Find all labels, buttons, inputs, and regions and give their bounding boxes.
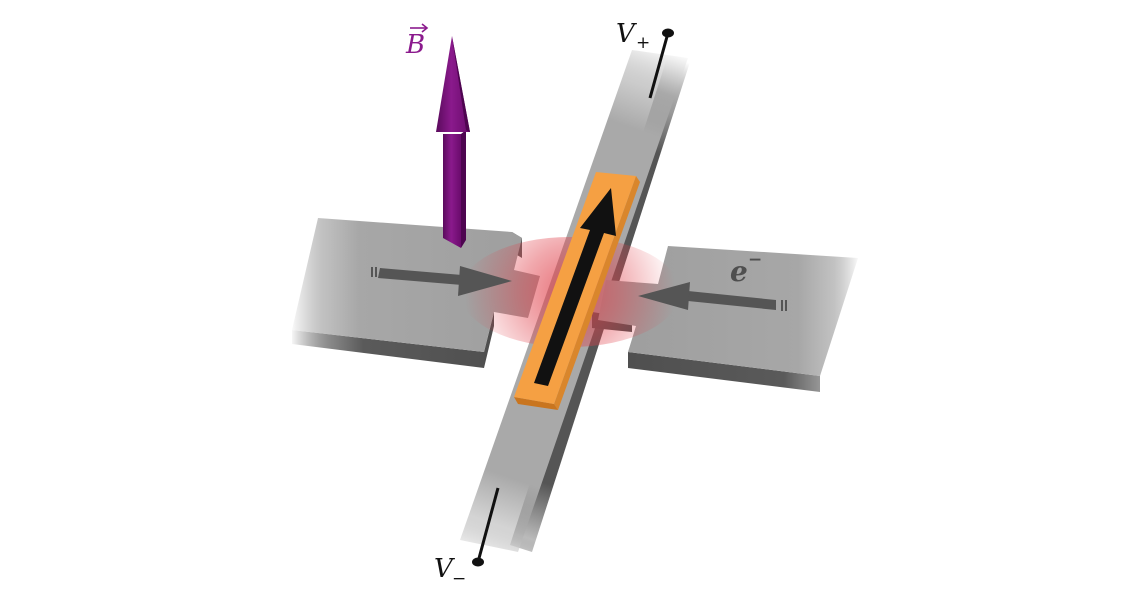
label-v-minus: V − — [434, 554, 466, 589]
current-arrow-right-shaft — [688, 291, 776, 310]
current-arrow-left — [371, 266, 512, 296]
label-electron: e − — [730, 250, 762, 288]
probe-top — [648, 28, 674, 99]
current-arrow-left-head — [458, 266, 512, 296]
probe-top-wire — [648, 32, 670, 99]
label-v-plus-main: V — [616, 19, 637, 49]
label-v-plus: V + — [616, 19, 650, 53]
b-field-arrow-shaft — [443, 134, 461, 248]
label-v-minus-main: V — [434, 554, 455, 584]
b-field-arrow-shaft-shade — [461, 130, 466, 248]
current-arrow-left-shaft — [378, 268, 462, 285]
b-field-arrow-head — [436, 36, 470, 132]
magnet-bar-side — [554, 176, 640, 410]
probe-bottom — [472, 487, 500, 567]
label-electron-main: e — [730, 255, 748, 288]
label-v-minus-sub: − — [452, 569, 466, 589]
b-field-arrow — [436, 36, 470, 248]
current-arrow-right-head — [638, 282, 690, 310]
probe-bottom-terminal — [472, 557, 484, 567]
probe-bottom-wire — [476, 487, 500, 563]
label-b-field-text: B — [405, 30, 425, 60]
label-v-plus-sub: + — [636, 33, 650, 53]
label-b-field-vector-head — [421, 23, 429, 33]
label-electron-sup: − — [748, 250, 762, 270]
left-pad-front — [292, 330, 484, 368]
b-field-arrow-head-shade — [452, 36, 470, 132]
magnet-bar — [514, 172, 640, 410]
right-pad-front — [628, 352, 820, 392]
label-b-field: B — [405, 23, 429, 60]
magnet-bar-bottom — [514, 397, 558, 410]
current-arrow-right — [638, 282, 787, 311]
probe-top-terminal — [662, 28, 674, 38]
magnetization-arrow — [534, 188, 616, 386]
